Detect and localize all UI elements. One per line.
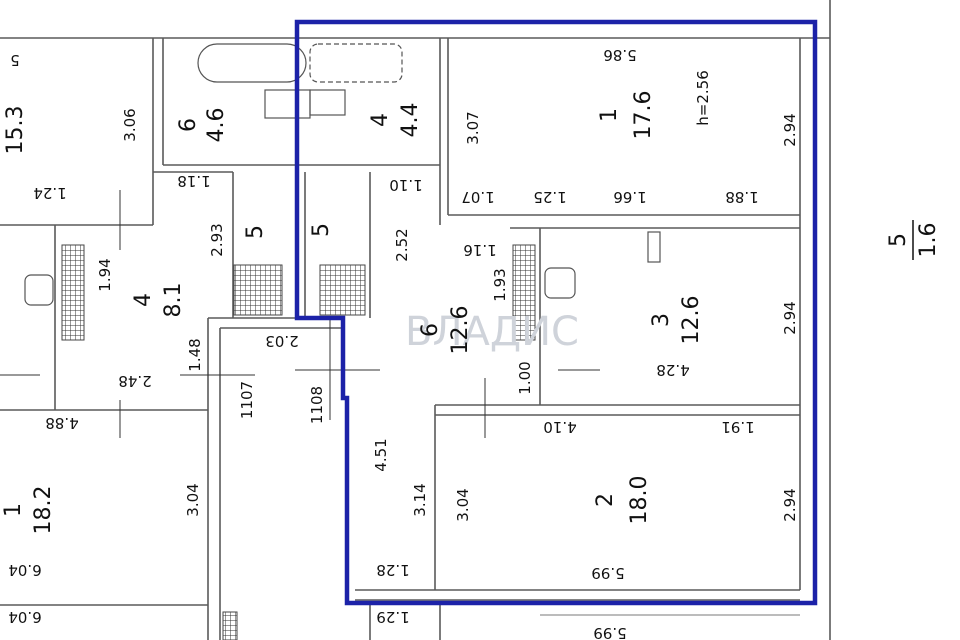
dimension-labels: 5.86 2.94 3.07 1.07 1.25 1.66 1.88 1.10 … (8, 46, 799, 640)
svg-text:4.6: 4.6 (204, 108, 229, 143)
dimension-label: 2.52 (393, 228, 411, 261)
dimension-label: 4.88 (45, 414, 78, 432)
room-left-6-label: 6 4.6 (176, 108, 229, 143)
dimension-label: 2.48 (118, 372, 151, 390)
svg-text:1: 1 (597, 108, 622, 122)
room-left-1-label: 1 18.2 (1, 486, 56, 535)
room-left-top-label: 15.3 (3, 106, 28, 155)
dimension-label: 1.00 (516, 361, 534, 394)
svg-text:2: 2 (593, 493, 618, 507)
room-3-label: 3 12.6 (649, 296, 704, 345)
room-6-label: 6 12.6 (418, 306, 473, 355)
dimension-label: 6.04 (8, 561, 41, 579)
svg-text:17.6: 17.6 (631, 91, 656, 140)
room-labels: 1 17.6 2 18.0 3 12.6 4 4.4 5 6 12.6 4 8.… (1, 70, 712, 534)
sink-icon (309, 89, 346, 116)
room-2-label: 2 18.0 (593, 476, 652, 525)
svg-text:1.6: 1.6 (916, 223, 941, 258)
dimension-label: 1.16 (463, 241, 496, 259)
dimension-label: 5.99 (591, 564, 624, 582)
svg-text:5: 5 (243, 225, 268, 239)
dimension-label: 3.04 (454, 488, 472, 521)
dimension-label: 3.06 (121, 108, 139, 141)
dimension-label: 3.07 (464, 111, 482, 144)
dimension-label: 1.10 (389, 176, 422, 194)
room-5-label: 5 (309, 223, 334, 237)
selected-apartment-outline[interactable] (294, 19, 818, 606)
radiator-icon (647, 231, 661, 263)
dimension-label: 5 (10, 51, 20, 69)
toilet-icon (544, 267, 576, 299)
svg-text:15.3: 15.3 (3, 106, 28, 155)
svg-text:5: 5 (886, 233, 911, 247)
watermark: ВЛАДИС (405, 309, 579, 355)
dimension-label: 4.28 (656, 361, 689, 379)
dimension-label: 1.24 (33, 184, 66, 202)
dimension-label: 1.28 (376, 561, 409, 579)
dimension-label: 4.10 (543, 418, 576, 436)
svg-text:6: 6 (418, 323, 443, 337)
fixtures (24, 43, 661, 306)
dimension-label: 1.48 (186, 338, 204, 371)
svg-text:18.0: 18.0 (627, 476, 652, 525)
sink-icon (264, 89, 311, 119)
svg-text:4: 4 (368, 113, 393, 127)
room-left-4-label: 4 8.1 (131, 283, 186, 318)
dimension-label: 1.25 (533, 188, 566, 206)
dimension-label: 6.04 (8, 608, 41, 626)
dimension-label: 1.88 (725, 188, 758, 206)
dimension-label: 2.94 (781, 301, 799, 334)
ventilation-shafts (61, 244, 536, 640)
walls (0, 0, 831, 640)
dimension-label: 5.99 (593, 624, 626, 640)
dimension-label: 3.14 (411, 483, 429, 516)
svg-text:8.1: 8.1 (161, 283, 186, 318)
room-left-5-label: 5 (243, 225, 268, 239)
dimension-label: 1.93 (491, 268, 509, 301)
ceiling-height: h=2.56 (694, 70, 712, 125)
toilet-icon (24, 274, 54, 306)
dimension-label: 1.66 (613, 188, 646, 206)
dimension-label: 1.07 (461, 188, 494, 206)
svg-text:18.2: 18.2 (31, 486, 56, 535)
svg-text:5: 5 (309, 223, 334, 237)
svg-text:6: 6 (176, 118, 201, 132)
svg-text:4.4: 4.4 (398, 103, 423, 138)
dimension-label: 1.94 (96, 258, 114, 291)
dimension-label: 2.03 (265, 332, 298, 350)
dimension-label: 4.51 (372, 438, 390, 471)
dimension-label: 3.04 (184, 483, 202, 516)
svg-text:12.6: 12.6 (679, 296, 704, 345)
svg-text:12.6: 12.6 (448, 306, 473, 355)
svg-text:h=2.56: h=2.56 (694, 70, 712, 125)
svg-text:4: 4 (131, 293, 156, 307)
selected-unit-label: 5 1.6 (886, 220, 941, 260)
dimension-label: 1.91 (721, 418, 754, 436)
svg-text:3: 3 (649, 313, 674, 327)
dimension-label: 5.86 (603, 46, 636, 64)
room-1-label: 1 17.6 (597, 91, 656, 140)
dimension-label: 2.94 (781, 488, 799, 521)
axis-lines (0, 190, 600, 438)
bathtub-icon (197, 43, 307, 83)
dimension-label: 1.18 (177, 172, 210, 190)
bathtub-icon (309, 43, 403, 83)
dimension-label: 1.29 (376, 608, 409, 626)
dimension-label: 2.94 (781, 113, 799, 146)
dimension-label: 2.93 (208, 223, 226, 256)
room-4-label: 4 4.4 (368, 103, 423, 138)
svg-text:1: 1 (1, 503, 26, 517)
dimension-label: 1108 (308, 386, 326, 424)
dimension-label: 1107 (238, 381, 256, 419)
